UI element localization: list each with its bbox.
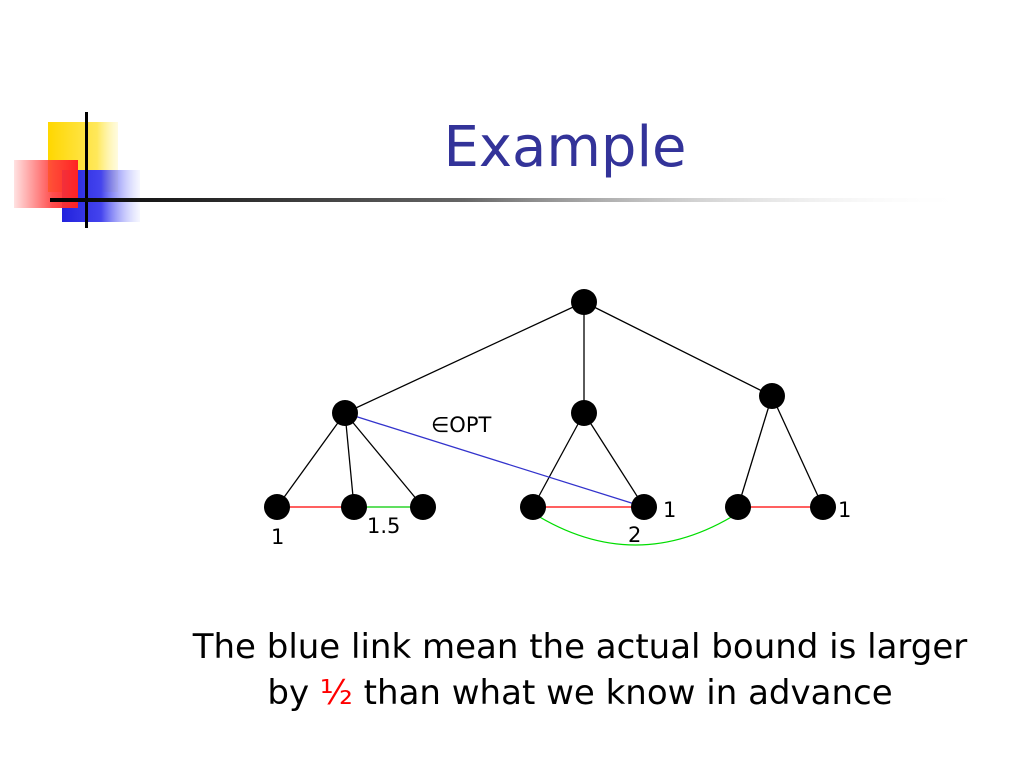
node-b2 <box>631 494 657 520</box>
tree-edge-b-b1 <box>532 412 585 508</box>
weight-label-b2: 1 <box>663 498 676 522</box>
node-a3 <box>410 494 436 520</box>
caption-highlight-half: ½ <box>319 673 353 713</box>
node-b <box>571 400 597 426</box>
weight-label-a1: 1 <box>271 525 284 549</box>
tree-edge-c-c1 <box>737 395 773 508</box>
deco-horizontal-line <box>50 198 970 202</box>
caption-line-2: by ½ than what we know in advance <box>150 670 1010 716</box>
caption: The blue link mean the actual bound is l… <box>150 624 1010 716</box>
decorative-header-graphic <box>14 112 970 228</box>
tree-edge-a-a1 <box>276 412 346 508</box>
link-a-b2 <box>344 412 645 508</box>
nodes-layer <box>264 289 836 520</box>
opt-label: ∈OPT <box>431 413 491 437</box>
deco-vertical-line <box>85 112 88 228</box>
edges-layer <box>276 301 824 508</box>
tree-edge-c-c2 <box>771 395 824 508</box>
tree-edge-b-b2 <box>583 412 645 508</box>
weight-label-a2: 1.5 <box>367 514 400 538</box>
caption-line-1: The blue link mean the actual bound is l… <box>192 627 968 667</box>
slide-title: Example <box>443 115 687 180</box>
caption-line-2-suffix: than what we know in advance <box>352 673 893 713</box>
links-layer <box>277 412 823 546</box>
node-a <box>332 400 358 426</box>
node-c2 <box>810 494 836 520</box>
tree-edge-a-a3 <box>344 412 424 508</box>
weight-label-arc: 2 <box>628 523 641 547</box>
labels-layer: ∈OPT 1 1.5 1 2 1 <box>271 413 851 549</box>
node-root <box>571 289 597 315</box>
link-b1-c1 <box>532 512 739 546</box>
node-b1 <box>520 494 546 520</box>
node-a1 <box>264 494 290 520</box>
node-c1 <box>725 494 751 520</box>
tree-edge-root-a <box>344 301 585 414</box>
caption-line-2-prefix: by <box>267 673 320 713</box>
node-c <box>759 383 785 409</box>
weight-label-c2: 1 <box>838 498 851 522</box>
tree-edge-root-c <box>583 301 773 397</box>
tree-edge-a-a2 <box>344 412 355 508</box>
node-a2 <box>341 494 367 520</box>
